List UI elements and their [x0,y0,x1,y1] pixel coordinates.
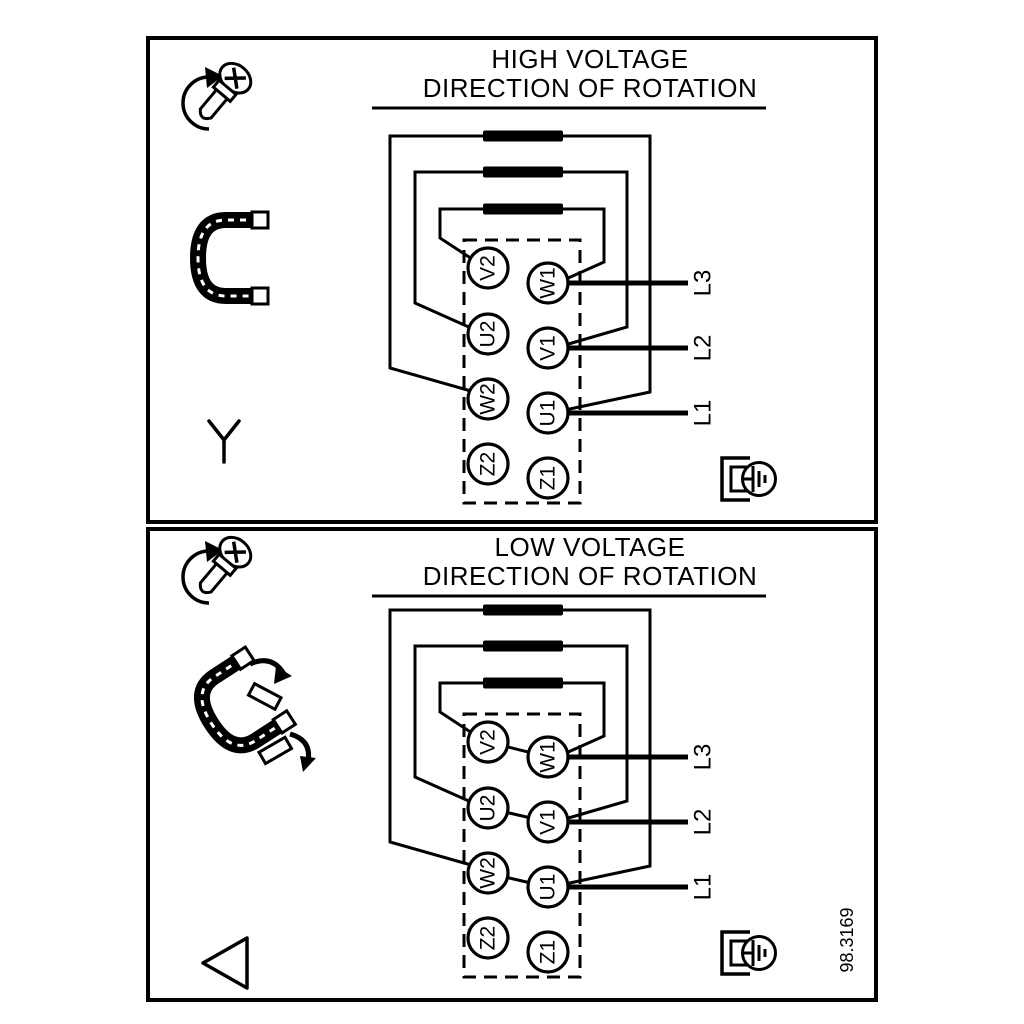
terminal-v2 [466,720,510,764]
supply-label-l1: L1 [690,400,717,427]
earth-terminal-icon [720,930,778,976]
jumper-bar [483,130,563,142]
panel-title: HIGH VOLTAGE [491,44,688,74]
terminal-u2 [466,786,510,830]
terminal-u1 [526,391,570,435]
terminal-label: V2 [477,729,500,755]
jumper-bars [483,604,563,689]
delta-link-wires [388,608,652,889]
supply-label-l3: L3 [690,744,717,771]
terminal-label: Z1 [537,466,560,491]
jumper-bar [483,166,563,178]
panel-subtitle: DIRECTION OF ROTATION [423,73,758,103]
supply-label-l2: L2 [690,335,717,362]
jumper-bar [483,677,563,689]
jumper-bars [483,130,563,215]
terminal-u1 [526,865,570,909]
screw-rotation-icon [181,55,259,131]
low-voltage-panel: LOW VOLTAGE DIRECTION OF ROTATION L3 L2 … [146,527,878,1002]
terminal-label: W2 [477,857,500,889]
jumper-bar [483,640,563,652]
terminal-u2 [466,312,510,356]
screw-rotation-icon [181,529,259,605]
terminal-label: W2 [477,383,500,415]
panel-title: LOW VOLTAGE [495,532,686,562]
links-rearrange-icon [187,647,316,772]
panel-frame [146,527,878,1002]
link-wire-inner [438,681,606,755]
supply-label-l1: L1 [690,874,717,901]
terminal-z2 [466,442,510,486]
terminal-w1 [526,261,570,305]
drawing-number: 98.3169 [837,907,857,972]
terminal-v1 [526,326,570,370]
terminal-label: W1 [537,741,560,773]
terminal-z2 [466,916,510,960]
earth-terminal-icon [720,456,778,502]
terminal-label: U2 [477,795,500,822]
panel-frame [146,36,878,524]
jumper-bar [483,203,563,215]
jumper-bar [483,604,563,616]
supply-label-l3: L3 [690,270,717,297]
terminal-label: V1 [537,335,560,361]
terminal-w2 [466,851,510,895]
terminal-label: W1 [537,267,560,299]
supply-label-l2: L2 [690,809,717,836]
terminal-block: V2 U2 W2 Z2 W1 V1 U1 Z1 [466,720,570,974]
terminal-label: V1 [537,809,560,835]
supply-lines: L3 L2 L1 [568,744,717,901]
terminal-w1 [526,735,570,779]
link-bracket-icon [198,212,268,304]
terminal-label: Z1 [537,940,560,965]
terminal-v2 [466,246,510,290]
terminal-label: Z2 [477,926,500,951]
high-voltage-panel: HIGH VOLTAGE DIRECTION OF ROTATION L3 L2… [146,36,878,524]
terminal-label: U1 [537,400,560,427]
terminal-label: V2 [477,255,500,281]
terminal-w2 [466,377,510,421]
terminal-v1 [526,800,570,844]
link-wire-inner [438,207,606,281]
terminal-label: Z2 [477,452,500,477]
terminal-label: U2 [477,321,500,348]
terminal-z1 [526,456,570,500]
link-wire-middle [413,644,629,821]
link-wire-middle [413,170,629,347]
star-symbol-icon [207,419,241,464]
terminal-block: V2 U2 W2 Z2 W1 V1 U1 Z1 [466,246,570,500]
delta-symbol-icon [201,936,249,990]
panel-subtitle: DIRECTION OF ROTATION [423,561,758,591]
terminal-z1 [526,930,570,974]
terminal-label: U1 [537,874,560,901]
supply-lines: L3 L2 L1 [568,270,717,427]
